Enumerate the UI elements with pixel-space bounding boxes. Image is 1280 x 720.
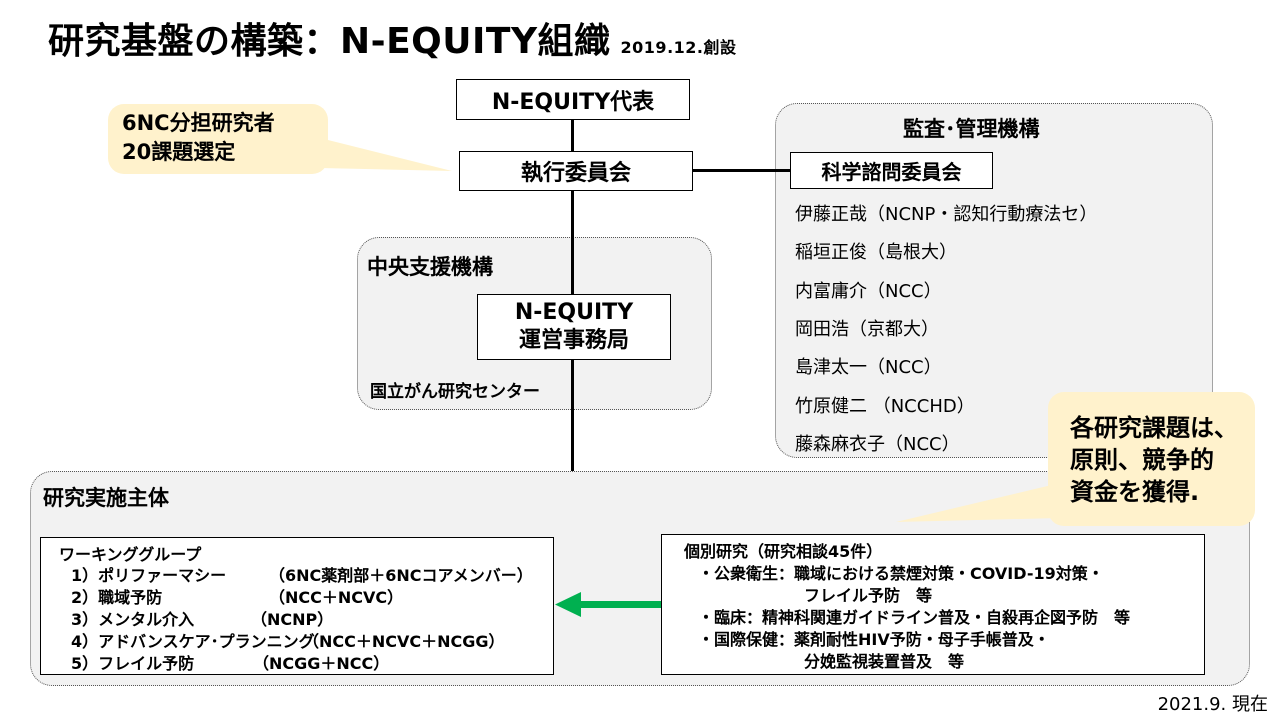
callout-funding-tail xyxy=(896,483,1060,522)
individual-research-line: ・公衆衛生：職域における禁煙対策・COVID-19対策・ xyxy=(698,564,1104,583)
working-group-title: ワーキンググループ xyxy=(59,545,202,564)
individual-research-line: 分娩監視装置普及 等 xyxy=(804,652,965,671)
wg-item-org: （NCGG＋NCC） xyxy=(253,654,390,673)
member-item: 島津太一（NCC） xyxy=(795,357,942,378)
arrow-left-icon xyxy=(555,592,661,617)
page-title: 研究基盤の構築：N-EQUITY組織 2019.12.創設 xyxy=(48,12,737,64)
member-item: 岡田浩（京都大） xyxy=(795,319,939,340)
callout-6nc-line2: 20課題選定 xyxy=(122,140,236,164)
representative-box: N-EQUITY代表 xyxy=(456,79,690,120)
implementation-label: 研究実施主体 xyxy=(43,486,169,510)
wg-item-name: 4）アドバンスケア･プランニング xyxy=(71,632,315,651)
individual-research-line: ・国際保健：薬剤耐性HIV予防・母子手帳普及・ xyxy=(698,630,1050,649)
callout-funding-line1: 各研究課題は、 xyxy=(1070,414,1238,442)
office-box: N-EQUITY 運営事務局 xyxy=(477,294,671,360)
individual-research-title: 個別研究（研究相談45件） xyxy=(684,542,883,561)
science-committee-label: 科学諮問委員会 xyxy=(821,160,962,184)
central-support-label: 中央支援機構 xyxy=(367,255,493,279)
title-text: 研究基盤の構築：N-EQUITY組織 xyxy=(48,21,611,62)
executive-committee-label: 執行委員会 xyxy=(520,161,631,186)
wg-item-name: 2）職域予防 xyxy=(71,588,163,607)
callout-6nc-tail xyxy=(320,138,452,171)
callout-funding-line2: 原則、競争的 xyxy=(1070,446,1214,474)
wg-item-org: （NCC＋NCVC） xyxy=(269,588,404,607)
member-item: 藤森麻衣子（NCC） xyxy=(795,434,960,455)
office-line2: 運営事務局 xyxy=(518,328,629,353)
footer-date: 2021.9. 現在 xyxy=(1157,694,1268,715)
wg-item-name: 1）ポリファーマシー xyxy=(71,566,227,585)
executive-committee-box: 執行委員会 xyxy=(459,151,693,191)
member-item: 稲垣正俊（島根大） xyxy=(795,242,957,263)
office-line1: N-EQUITY xyxy=(514,300,634,325)
wg-item-org: （6NC薬剤部＋6NCコアメンバー） xyxy=(269,566,533,585)
science-committee-box: 科学諮問委員会 xyxy=(790,152,993,189)
wg-item-org: （NCC＋NCVC＋NCGG） xyxy=(303,632,505,651)
member-item: 内富庸介（NCC） xyxy=(795,281,942,302)
callout-6nc-line1: 6NC分担研究者 xyxy=(122,111,275,135)
member-item: 竹原健二 （NCCHD） xyxy=(795,396,975,417)
callout-funding-line3: 資金を獲得. xyxy=(1070,478,1200,506)
representative-label: N-EQUITY代表 xyxy=(491,89,655,115)
line-rep-exec xyxy=(571,120,574,152)
established-date: 2019.12.創設 xyxy=(620,38,737,57)
callout-funding: 各研究課題は、 原則、競争的 資金を獲得. xyxy=(1048,392,1255,526)
individual-research-box: 個別研究（研究相談45件） ・公衆衛生：職域における禁煙対策・COVID-19対… xyxy=(661,534,1205,675)
wg-item-name: 5）フレイル予防 xyxy=(71,654,195,673)
individual-research-line: ・臨床：精神科関連ガイドライン普及・自殺再企図予防 等 xyxy=(698,608,1131,627)
member-item: 伊藤正哉（NCNP・認知行動療法セ） xyxy=(795,204,1098,225)
wg-item-org: （NCNP） xyxy=(251,610,334,629)
central-support-host: 国立がん研究センター xyxy=(370,382,540,402)
callout-6nc: 6NC分担研究者 20課題選定 xyxy=(108,104,328,174)
audit-label: 監査･管理機構 xyxy=(903,117,1040,141)
line-exec-audit xyxy=(693,169,790,172)
individual-research-line: フレイル予防 等 xyxy=(804,586,933,605)
working-group-box: ワーキンググループ 1）ポリファーマシー （6NC薬剤部＋6NCコアメンバー） … xyxy=(40,537,554,675)
wg-item-name: 3）メンタル介入 xyxy=(71,610,195,629)
